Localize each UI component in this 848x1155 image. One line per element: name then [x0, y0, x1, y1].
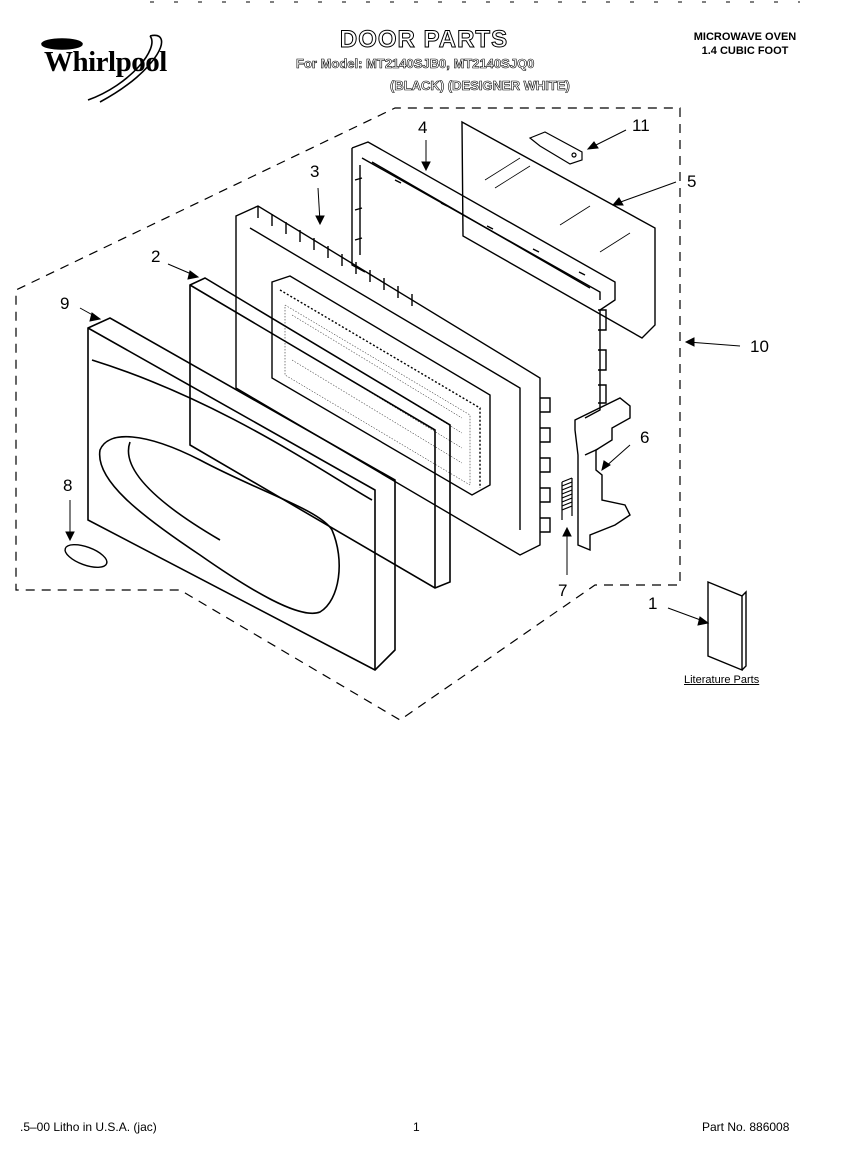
callout-8: 8: [63, 476, 73, 495]
callout-6: 6: [640, 428, 650, 447]
part-11-clip: [528, 131, 583, 165]
part-8-badge: [64, 543, 108, 569]
callout-5: 5: [687, 172, 697, 191]
callout-2: 2: [151, 247, 161, 266]
product-line-2: 1.4 CUBIC FOOT: [701, 45, 789, 57]
footer-litho: .5–00 Litho in U.S.A. (jac): [20, 1120, 157, 1134]
callout-11: 11: [632, 116, 650, 135]
part-7-spring: [561, 477, 573, 520]
footer-page-number: 1: [413, 1120, 420, 1134]
footer-part-number: Part No. 886008: [702, 1120, 790, 1134]
part-4-inner-frame: [351, 141, 616, 419]
page-title: DOOR PARTS: [339, 26, 509, 54]
color-line: (BLACK) (DESIGNER WHITE): [390, 78, 570, 94]
callout-3: 3: [310, 162, 320, 181]
part-6-latch: [574, 397, 631, 552]
part-9-outer-door: [87, 317, 396, 671]
callout-9: 9: [60, 294, 70, 313]
part-3-choke-frame: [235, 205, 551, 556]
whirlpool-logo-swoosh: [41, 34, 163, 103]
literature-parts-label: Literature Parts: [684, 674, 760, 686]
dashed-assembly-boundary: [15, 107, 681, 721]
model-line: For Model: MT2140SJB0, MT2140SJQ0: [296, 56, 535, 72]
part-5-glass-panel: [461, 120, 656, 339]
part-1-literature-booklet: [707, 580, 747, 672]
part-2-door-panel: [189, 277, 451, 589]
callout-4: 4: [418, 118, 428, 137]
whirlpool-logo-text: Whirlpool: [44, 46, 167, 78]
callout-10: 10: [750, 337, 769, 356]
callout-7: 7: [558, 581, 568, 600]
callout-1: 1: [648, 594, 658, 613]
product-info: MICROWAVE OVEN 1.4 CUBIC FOOT: [660, 30, 830, 58]
product-line-1: MICROWAVE OVEN: [693, 31, 797, 43]
leader-lines: [65, 129, 741, 626]
